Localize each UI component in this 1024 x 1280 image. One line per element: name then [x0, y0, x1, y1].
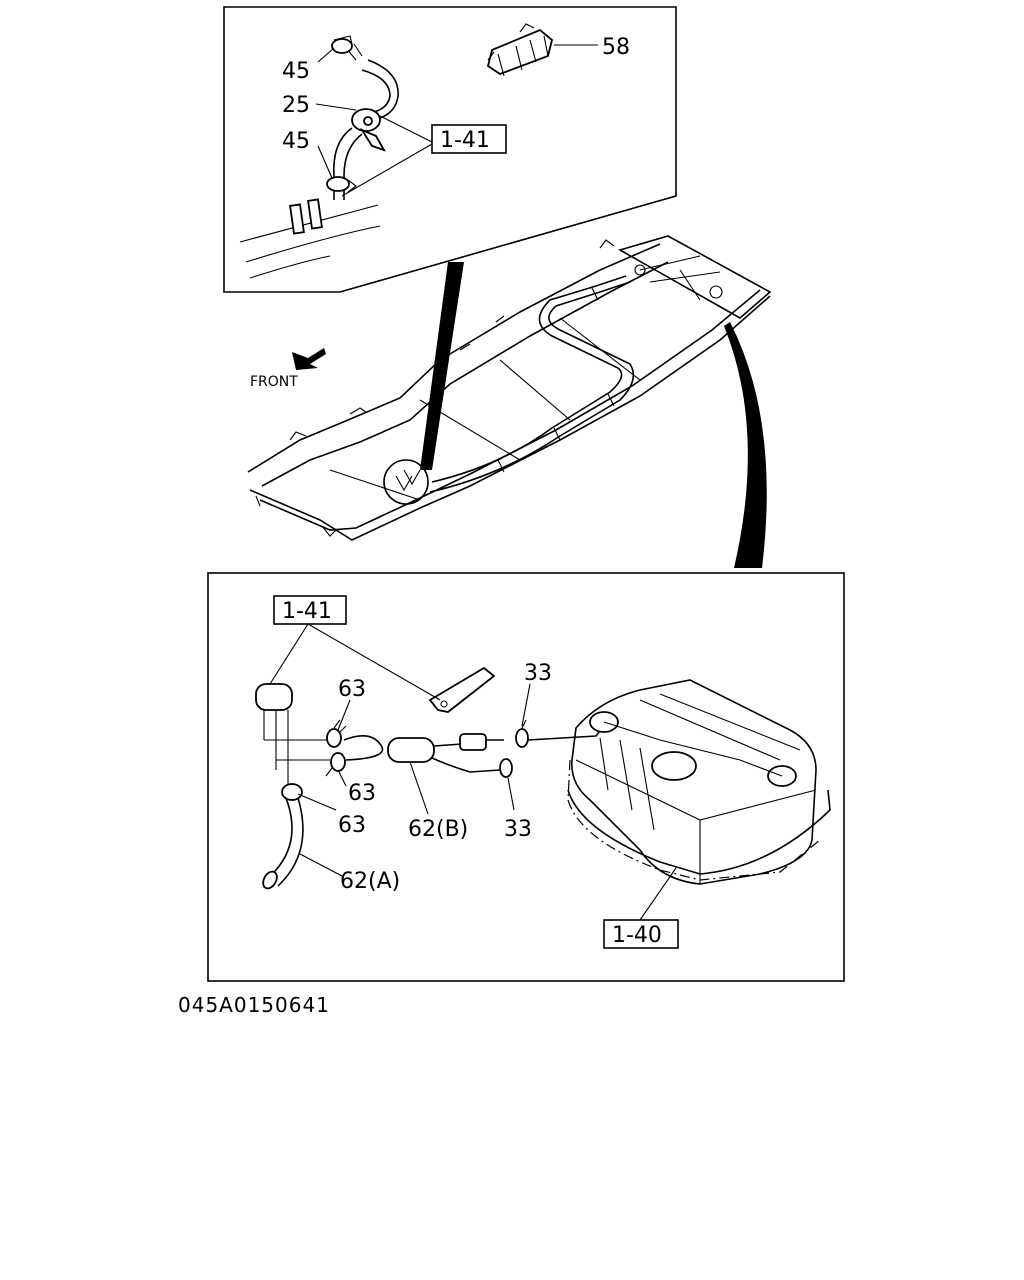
ref-box-1-41-bottom-label: 1-41 — [282, 599, 332, 624]
top-inset: 45 25 45 58 1-41 — [223, 6, 677, 293]
ref-box-1-40 — [603, 919, 679, 949]
ref-box-1-41-top — [431, 124, 507, 154]
detail-circle — [383, 459, 429, 505]
clip-58 — [486, 23, 554, 77]
canister-bracket — [428, 666, 496, 713]
canister — [255, 683, 330, 790]
pointer-to-top-inset — [420, 262, 464, 470]
callout-62a: 62(A) — [340, 869, 400, 894]
hose-clamp-45-upper — [331, 35, 353, 54]
bottom-leaders — [269, 623, 677, 921]
chassis-frame — [247, 235, 772, 541]
hose-clamp-45-lower — [326, 176, 357, 193]
vent-hose-25 — [333, 43, 399, 200]
hose-clamp-63-b — [325, 752, 346, 777]
ref-box-1-41-top-label: 1-41 — [440, 128, 490, 153]
front-arrow — [292, 348, 326, 370]
hose-62a — [262, 783, 304, 890]
check-valve — [351, 108, 386, 152]
callout-63-bottom: 63 — [338, 813, 366, 838]
hose-clamp-33-a — [515, 719, 529, 748]
front-label: FRONT — [250, 374, 298, 390]
top-inset-frame-rail — [239, 198, 381, 279]
fuel-tank — [567, 679, 831, 885]
hose-clamp-33-b — [499, 758, 513, 778]
drawing-code: 045A0150641 — [178, 993, 330, 1017]
callout-45-upper: 45 — [282, 59, 310, 84]
ref-box-1-40-label: 1-40 — [612, 923, 662, 948]
top-leaders — [315, 44, 598, 197]
callout-45-lower: 45 — [282, 129, 310, 154]
bottom-inset: 1-41 63 63 63 62(B) 62(A) 33 33 1-40 — [207, 572, 845, 982]
callout-63-top: 63 — [338, 677, 366, 702]
callout-62b: 62(B) — [408, 817, 468, 842]
callout-58: 58 — [602, 35, 630, 60]
callout-63-middle: 63 — [348, 781, 376, 806]
callout-33-bottom: 33 — [504, 817, 532, 842]
hose-clamp-63-a — [326, 719, 347, 748]
callout-25: 25 — [282, 93, 310, 118]
pointer-to-bottom-inset — [724, 322, 767, 568]
ref-box-1-41-bottom — [273, 595, 347, 625]
callout-33-top: 33 — [524, 661, 552, 686]
hose-62b — [343, 733, 504, 773]
